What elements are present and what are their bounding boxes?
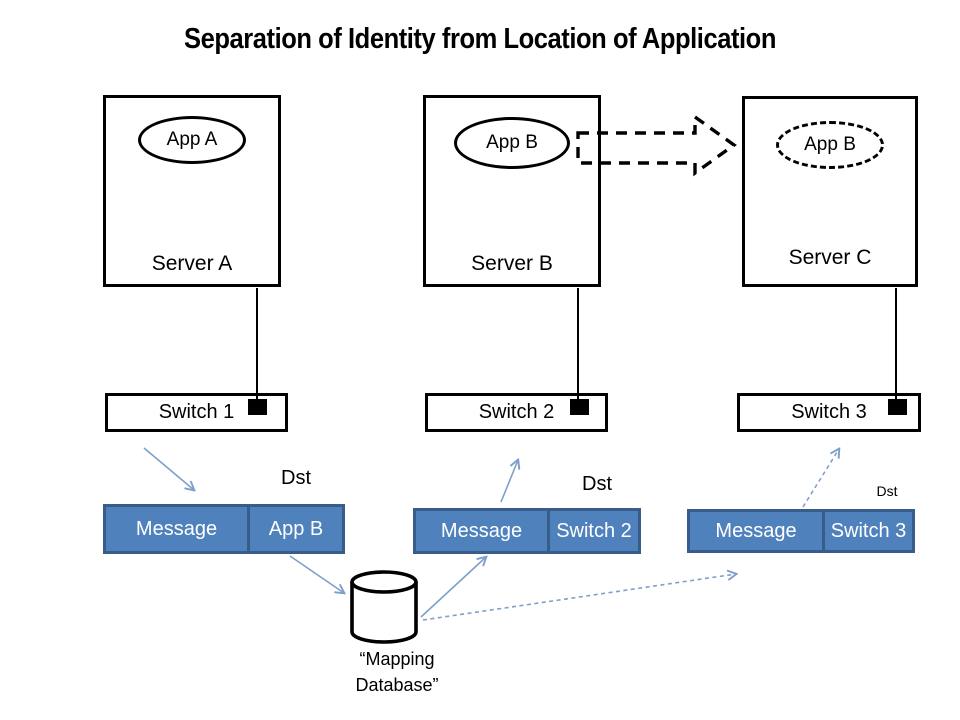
app-a-ellipse: App A bbox=[138, 116, 246, 164]
server-b-label: Server B bbox=[471, 252, 553, 275]
message-3-dst: Switch 3 bbox=[822, 512, 912, 550]
server-b-box: App B Server B bbox=[423, 95, 601, 287]
arrow-switch1-to-message1 bbox=[143, 447, 194, 490]
arrow-message3-to-switch3 bbox=[802, 449, 839, 508]
app-b-ellipse: App B bbox=[454, 117, 570, 169]
server-c-box: App B Server C bbox=[742, 96, 918, 287]
switch-2-port-icon bbox=[570, 399, 589, 415]
app-migration-block-arrow-icon bbox=[576, 113, 737, 177]
server-a-box: App A Server A bbox=[103, 95, 281, 287]
arrow-message2-to-switch2 bbox=[500, 460, 518, 503]
arrow-message1-to-database bbox=[289, 555, 344, 593]
database-cylinder-icon bbox=[350, 570, 418, 644]
app-b-moved-ellipse: App B bbox=[776, 121, 884, 169]
message-1-box: Message App B bbox=[103, 504, 345, 554]
switch-3-port-icon bbox=[888, 399, 907, 415]
switch-1-box: Switch 1 bbox=[105, 393, 288, 432]
app-b-label: App B bbox=[486, 132, 538, 153]
app-a-label: App A bbox=[166, 129, 218, 150]
mapping-database-label-line2: Database” bbox=[355, 675, 439, 695]
mapping-database-label-line1: “Mapping bbox=[359, 649, 435, 669]
message-1-dst: App B bbox=[247, 507, 342, 551]
server-a-label: Server A bbox=[151, 252, 233, 275]
switch-1-label: Switch 1 bbox=[158, 401, 235, 423]
message-3-box: Message Switch 3 bbox=[687, 509, 915, 553]
switch-3-box: Switch 3 bbox=[737, 393, 921, 432]
switch-2-label: Switch 2 bbox=[478, 401, 555, 423]
app-b-moved-label: App B bbox=[804, 134, 856, 155]
message-1-payload: Message bbox=[135, 517, 218, 540]
mapping-database-label: “Mapping Database” bbox=[327, 646, 467, 698]
switch-2-box: Switch 2 bbox=[425, 393, 608, 432]
arrow-database-to-message3 bbox=[422, 574, 736, 621]
server-c-label: Server C bbox=[788, 246, 872, 269]
message-3-payload: Message bbox=[715, 519, 797, 542]
message-2-payload: Message bbox=[440, 519, 523, 542]
switch-3-label: Switch 3 bbox=[791, 401, 867, 423]
message-2-dst: Switch 2 bbox=[547, 511, 638, 551]
dst-label-2: Dst bbox=[582, 473, 612, 495]
switch-1-port-icon bbox=[248, 399, 267, 415]
message-2-box: Message Switch 2 bbox=[413, 508, 641, 554]
diagram-title: Separation of Identity from Location of … bbox=[184, 23, 776, 55]
dst-label-3: Dst bbox=[876, 483, 898, 499]
dst-label-1: Dst bbox=[281, 467, 311, 489]
arrow-database-to-message2 bbox=[420, 557, 486, 618]
